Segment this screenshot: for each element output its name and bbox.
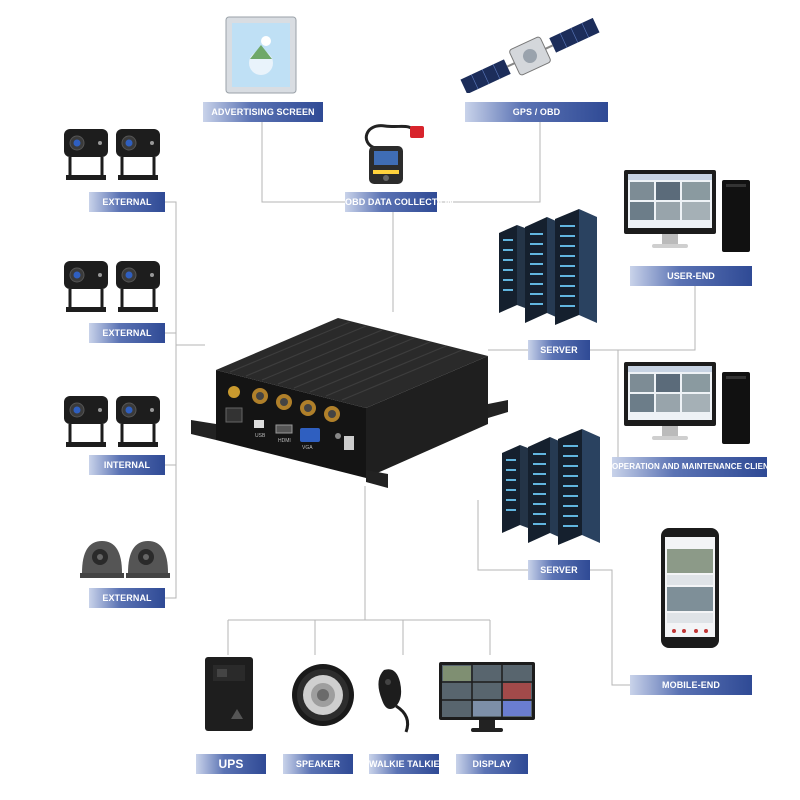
external-camera-label-1: EXTERNAL: [89, 192, 165, 212]
advertising-screen-icon: [225, 16, 297, 94]
ups-label: UPS: [196, 754, 266, 774]
dome-camera-icon: [80, 541, 170, 578]
server-rack-icon: [502, 429, 600, 545]
mobile-dvr-device-icon: [191, 318, 508, 488]
gps-obd-label: GPS / OBD: [465, 102, 608, 122]
advertising-screen-label: ADVERTISING SCREEN: [203, 102, 323, 122]
external-camera-label-2: EXTERNAL: [89, 323, 165, 343]
operation-maintenance-client-label: OPERATION AND MAINTENANCE CLIENT: [612, 457, 774, 477]
server-rack-icon: [499, 209, 597, 325]
server-label-1: SERVER: [528, 340, 590, 360]
user-end-label: USER-END: [630, 266, 752, 286]
desktop-computer-icon: [624, 170, 750, 252]
external-camera-icon: [64, 129, 160, 180]
display-label: DISPLAY: [456, 754, 528, 774]
obd-data-collection-label: OBD DATA COLLECTION: [345, 192, 454, 212]
obd-scanner-icon: [364, 124, 424, 184]
server-label-2: SERVER: [528, 560, 590, 580]
external-camera-label-3: EXTERNAL: [89, 588, 165, 608]
hdmi-port-label: HDMI: [278, 438, 291, 444]
ups-icon: [205, 657, 253, 731]
mobile-end-label: MOBILE-END: [630, 675, 752, 695]
usb-port-label: USB: [255, 433, 266, 439]
walkie-talkie-microphone-icon: [378, 669, 410, 733]
internal-camera-icon: [64, 396, 160, 447]
vga-port-label: VGA: [302, 445, 313, 451]
satellite-icon: [460, 18, 600, 93]
speaker-icon: [292, 664, 354, 726]
desktop-computer-icon: [624, 362, 750, 444]
external-camera-icon: [64, 261, 160, 312]
walkie-talkie-label: WALKIE TALKIE: [369, 754, 440, 774]
internal-camera-label: INTERNAL: [89, 455, 165, 475]
speaker-label: SPEAKER: [283, 754, 353, 774]
display-monitor-icon: [439, 662, 535, 732]
smartphone-icon: [661, 528, 719, 648]
